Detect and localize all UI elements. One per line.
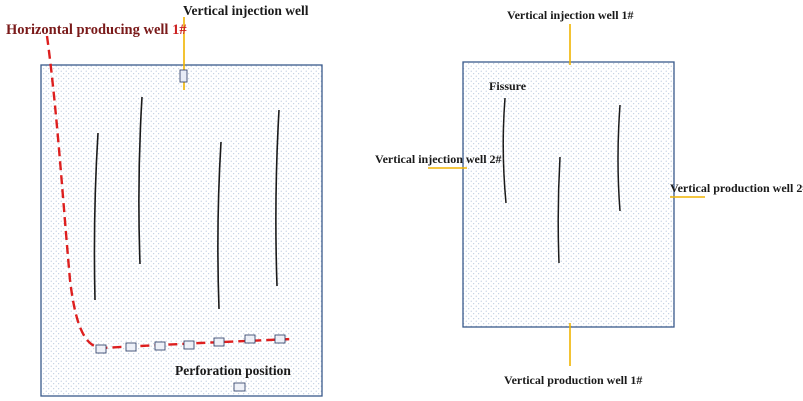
perforation-marker (274, 334, 286, 344)
left-fissure-2 (138, 96, 143, 265)
horizontal-producing-well-name: Horizontal producing well (6, 22, 172, 38)
perforation-marker (213, 337, 225, 347)
perforation-marker (183, 340, 195, 350)
fissure-label: Fissure (489, 79, 527, 93)
production-well-1-label: Vertical production well 1# (504, 373, 642, 387)
left-fissure-1 (93, 132, 99, 301)
perforation-legend-marker (233, 382, 246, 392)
left-injection-well-label: Vertical injection well (183, 3, 309, 18)
perforation-marker (125, 342, 137, 352)
production-well-2-label: Vertical production well 2# (670, 181, 803, 195)
injection-well-1-label: Vertical injection well 1# (507, 8, 634, 22)
horizontal-producing-well-number: 1# (172, 22, 187, 38)
left-injection-well-marker (179, 69, 188, 83)
perforation-marker (95, 344, 107, 354)
right-fissure-2 (557, 156, 561, 264)
horizontal-producing-well-label: Horizontal producing well 1# (6, 22, 187, 38)
left-fissure-4 (275, 109, 280, 287)
horizontal-producing-well-trajectory (45, 35, 293, 350)
perforation-position-label: Perforation position (175, 363, 291, 378)
right-fissure-1 (502, 97, 507, 204)
left-reservoir-block (40, 64, 323, 397)
perforation-marker (154, 341, 166, 351)
perforation-marker (244, 334, 256, 344)
left-fissure-3 (217, 141, 222, 310)
injection-well-2-label: Vertical injection well 2# (375, 152, 502, 166)
left-reservoir-diagram: Horizontal producing well 1# Vertical in… (6, 3, 323, 397)
right-reservoir-block (462, 61, 675, 328)
right-reservoir-diagram: Vertical injection well 1# Vertical inje… (375, 8, 803, 387)
right-fissure-3 (617, 104, 621, 212)
